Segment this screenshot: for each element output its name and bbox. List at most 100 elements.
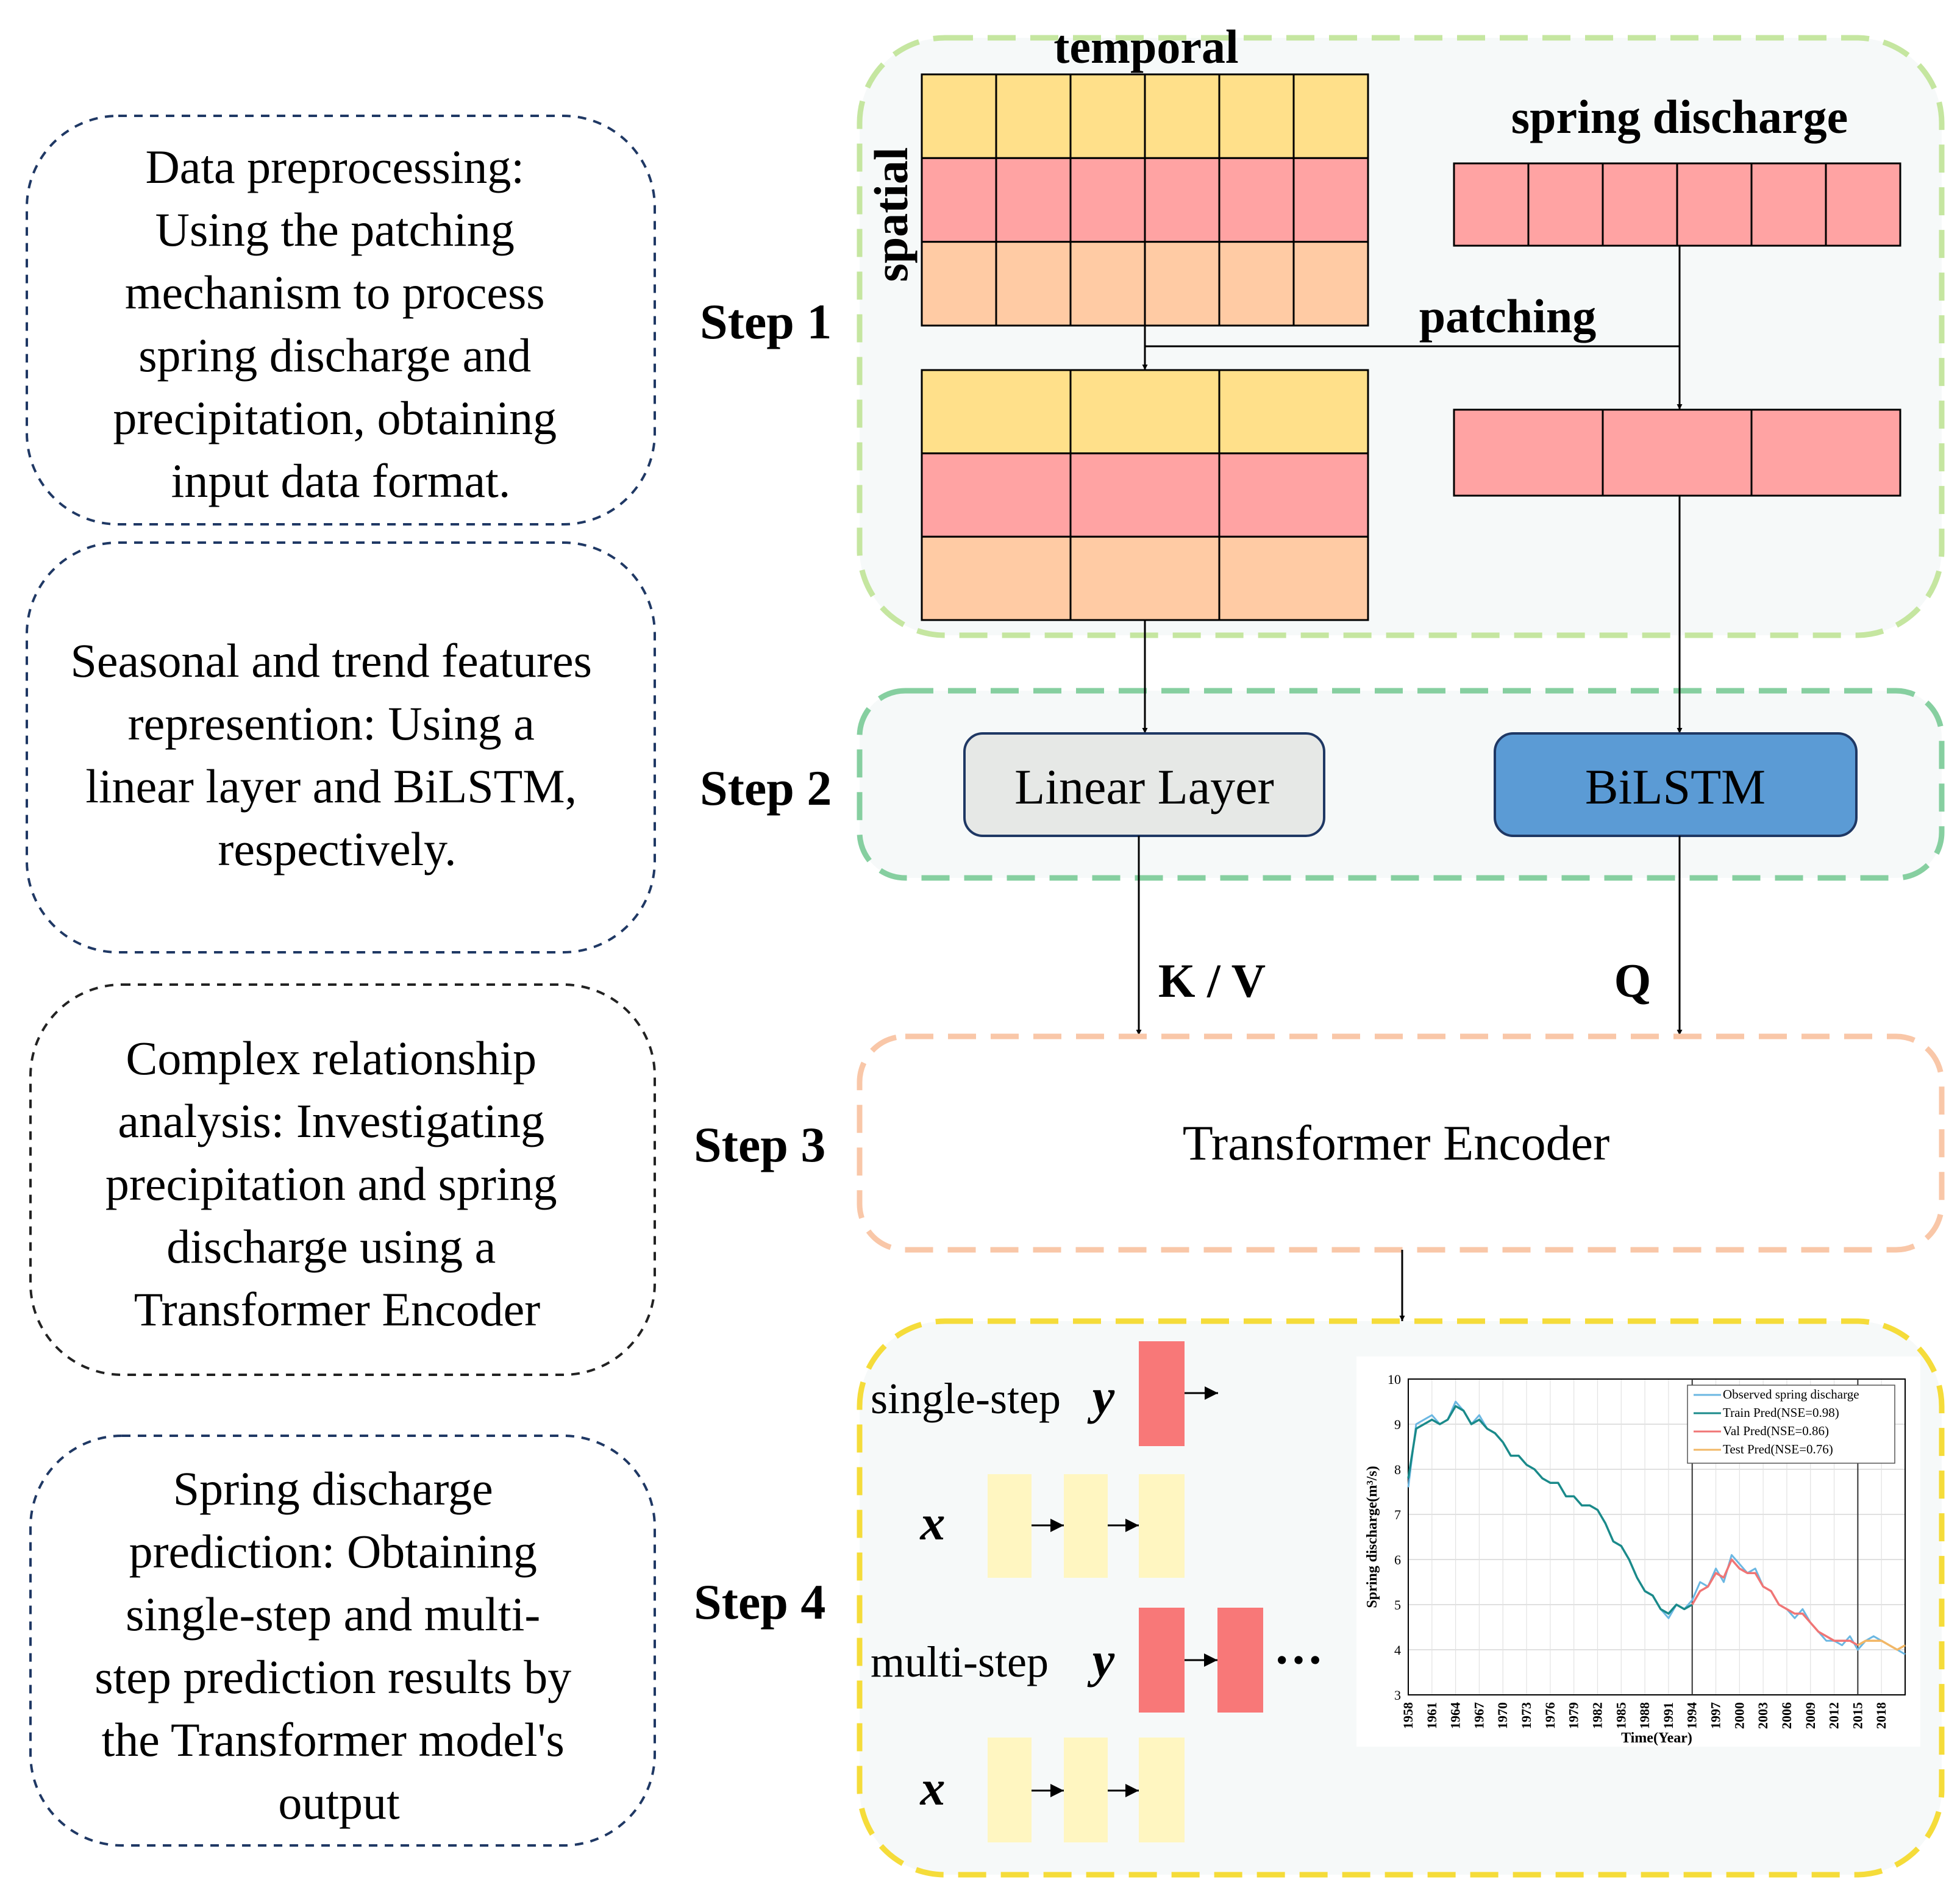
patched-spring-discharge-row: [1453, 408, 1901, 497]
grid-cell: [1750, 408, 1901, 497]
spring-discharge-label: spring discharge: [1511, 90, 1848, 143]
legend-entry: Train Pred(NSE=0.98): [1723, 1405, 1839, 1420]
left-box-3: Complex relationship analysis: Investiga…: [29, 983, 656, 1376]
spring-discharge-row: [1453, 162, 1901, 247]
x-tick-label: 2012: [1826, 1702, 1842, 1729]
grid-cell: [1218, 241, 1295, 327]
grid-cell: [921, 73, 997, 159]
left-box-4: Spring discharge prediction: Obtaining s…: [29, 1435, 656, 1847]
grid-cell: [921, 157, 997, 243]
multi-input-block-1: [988, 1738, 1032, 1842]
kv-label: K / V: [1158, 954, 1266, 1007]
patching-label: patching: [1419, 290, 1596, 343]
grid-cell: [1069, 73, 1146, 159]
x-tick-label: 1970: [1495, 1702, 1510, 1729]
grid-cell: [1218, 452, 1369, 538]
grid-cell: [1144, 73, 1221, 159]
multi-step-arrows: [1032, 1653, 1217, 1797]
x-tick-label: 1994: [1684, 1702, 1700, 1729]
x-tick-label: 1958: [1400, 1702, 1416, 1729]
y-tick-label: 8: [1394, 1462, 1401, 1477]
x-tick-label: 1991: [1661, 1702, 1676, 1729]
y-tick-label: 10: [1388, 1372, 1401, 1387]
legend-entry: Observed spring discharge: [1723, 1387, 1859, 1402]
y-tick-label: 9: [1394, 1417, 1401, 1432]
bilstm-label: BiLSTM: [1585, 759, 1766, 815]
grid-cell: [1218, 535, 1369, 621]
series-line: [1857, 1639, 1906, 1651]
x-tick-label: 1967: [1471, 1702, 1486, 1729]
grid-cell: [921, 535, 1072, 621]
single-input-block-1: [988, 1474, 1032, 1578]
single-input-block-2: [1064, 1474, 1108, 1578]
y-tick-label: 5: [1394, 1597, 1401, 1613]
grid-cell: [1602, 408, 1753, 497]
grid-cell: [1069, 452, 1221, 538]
grid-cell: [1527, 162, 1604, 247]
grid-cell: [1218, 73, 1295, 159]
grid-cell: [1602, 162, 1678, 247]
left-box-1-text: Data preprocessing: Using the patching m…: [113, 140, 568, 507]
single-output-block: [1139, 1341, 1185, 1446]
x-tick-label: 1976: [1542, 1702, 1558, 1729]
linear-layer-label: Linear Layer: [1014, 759, 1274, 815]
grid-cell: [1292, 241, 1369, 327]
grid-cell: [1453, 162, 1530, 247]
single-x-label: x: [920, 1495, 946, 1550]
x-tick-label: 1979: [1566, 1702, 1581, 1729]
x-tick-label: 2018: [1873, 1702, 1889, 1729]
x-tick-label: 2009: [1803, 1702, 1818, 1729]
temporal-label: temporal: [1053, 20, 1238, 73]
grid-cell: [921, 241, 997, 327]
multi-step-label: multi-step: [871, 1638, 1049, 1686]
x-tick-label: 1982: [1589, 1702, 1605, 1729]
x-tick-label: 2015: [1850, 1702, 1865, 1729]
multi-output-block-2: [1217, 1608, 1263, 1713]
grid-cell: [1144, 241, 1221, 327]
patching-connectors: [1142, 246, 1683, 410]
ellipsis: ···: [1274, 1632, 1324, 1688]
multi-input-block-2: [1064, 1738, 1108, 1842]
grid-cell: [1069, 157, 1146, 243]
left-box-2-text: Seasonal and trend features represention…: [71, 634, 604, 875]
grid-cell: [1676, 162, 1753, 247]
left-box-2: Seasonal and trend features represention…: [26, 541, 656, 954]
chart-legend: [1687, 1385, 1895, 1464]
grid-cell: [1453, 408, 1604, 497]
single-step-arrows: [1032, 1386, 1218, 1532]
multi-output-block-1: [1139, 1608, 1185, 1713]
x-tick-label: 1973: [1519, 1702, 1534, 1729]
y-tick-label: 3: [1394, 1688, 1401, 1703]
chart-axes: [1408, 1378, 1906, 1695]
x-tick-label: 1961: [1424, 1702, 1439, 1729]
grid-cell: [921, 452, 1072, 538]
y-tick-label: 6: [1394, 1552, 1401, 1567]
single-step-label: single-step: [871, 1374, 1061, 1423]
grid-cell: [1144, 157, 1221, 243]
step-4-label: Step 4: [694, 1574, 825, 1630]
x-tick-label: 2000: [1731, 1702, 1747, 1729]
left-box-1: Data preprocessing: Using the patching m…: [26, 115, 656, 526]
y-tick-label: 4: [1394, 1642, 1401, 1658]
step-3-panel: [857, 1033, 1945, 1253]
x-tick-label: 2006: [1779, 1702, 1794, 1729]
single-input-block-3: [1139, 1474, 1185, 1578]
grid-cell: [1069, 241, 1146, 327]
grid-cell: [1069, 369, 1221, 455]
left-box-3-text: Complex relationship analysis: Investiga…: [105, 1032, 569, 1336]
series-line: [1691, 1558, 1859, 1647]
grid-cell: [1292, 73, 1369, 159]
grid-cell: [1069, 535, 1221, 621]
legend-entry: Test Pred(NSE=0.76): [1723, 1442, 1833, 1456]
multi-x-label: x: [920, 1760, 946, 1816]
grid-cell: [1750, 162, 1827, 247]
series-line: [1407, 1405, 1693, 1615]
multi-step-blocks: [988, 1608, 1263, 1842]
grid-cell: [921, 369, 1072, 455]
x-axis-label: Time(Year): [1621, 1730, 1692, 1746]
grid-cell: [1825, 162, 1901, 247]
step-1-label: Step 1: [700, 294, 832, 349]
legend-entry: Val Pred(NSE=0.86): [1723, 1424, 1829, 1438]
x-tick-label: 1988: [1637, 1702, 1652, 1729]
